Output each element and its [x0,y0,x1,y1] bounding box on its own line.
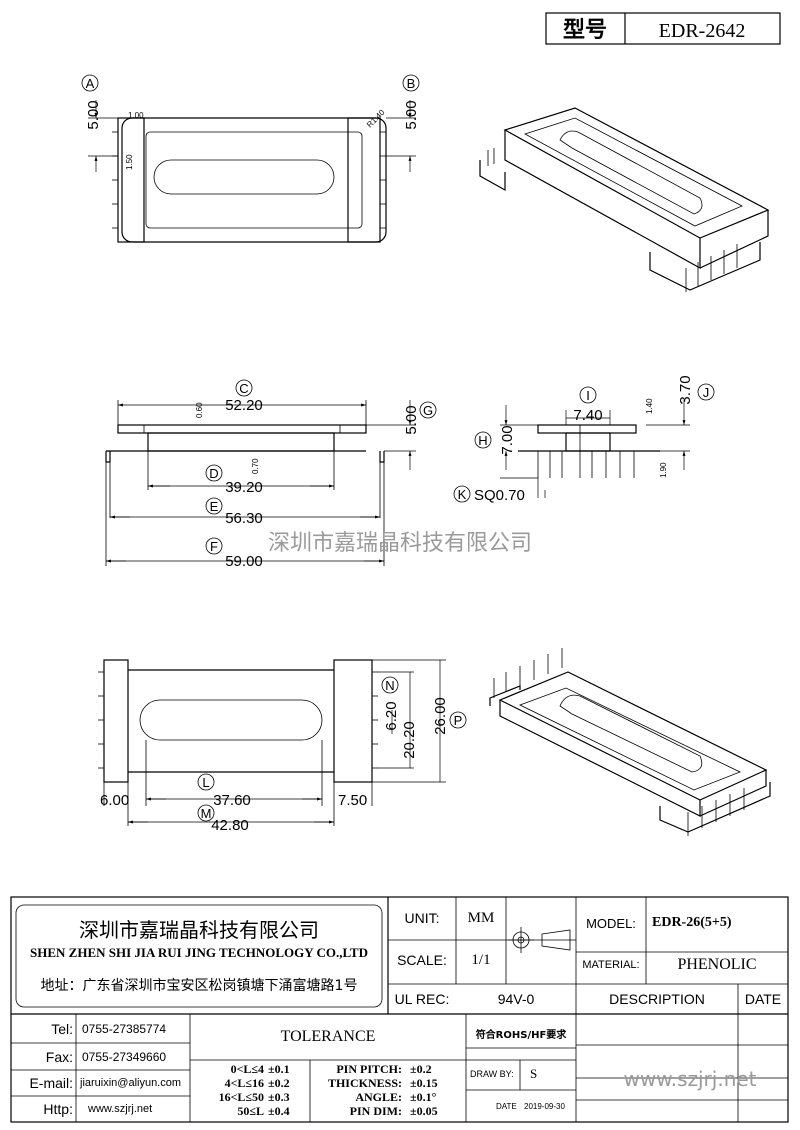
ul-value: 94V-0 [497,991,535,1007]
scale-value: 1/1 [471,952,491,968]
date-small-label: DATE [496,1102,517,1111]
title-block-grid [10,896,789,1123]
tol-value-2: ±0.2 [268,1076,290,1090]
dim-l: 37.60 [213,792,251,809]
spec-label-3: ANGLE: [355,1090,402,1104]
dim-i-small: 1.40 [645,398,654,414]
unit-value: MM [467,910,495,926]
label-m: M [201,806,212,821]
date-label: DATE [744,991,782,1007]
dim-h-small: 1.90 [659,462,668,478]
dim-m: 42.80 [211,817,249,834]
spec-value-2: ±0.15 [410,1076,438,1090]
dim-c-small: 0.60 [195,402,204,418]
bottom-view: 37.60 L 6.00 7.50 42.80 M 26.00 P 20.20 … [98,659,467,834]
dim-d-small: 0.70 [251,458,260,474]
material-label: MATERIAL: [582,959,640,971]
tol-value-1: ±0.1 [268,1062,290,1076]
contact-tel-label: Tel: [51,1021,73,1037]
label-e: E [210,499,219,514]
dim-d: 39.20 [225,479,263,496]
spec-label-2: THICKNESS: [327,1076,402,1090]
model-value: EDR-26(5+5) [652,915,732,930]
contact-email-value: jiaruixin@aliyun.com [80,1077,182,1089]
label-c: C [239,381,248,396]
header-label: 型号 [563,18,607,43]
label-f: F [210,539,218,554]
rohs-note: 符合ROHS/HF要求 [475,1030,567,1041]
spec-label-1: PIN PITCH: [336,1062,402,1076]
label-l: L [202,775,209,790]
contact-http-label: Http: [43,1101,73,1117]
watermark-site: www.szjrj.net [623,1067,756,1091]
contact-http-value: www.szjrj.net [88,1103,153,1115]
contact-email-label: E-mail: [29,1075,73,1091]
label-j: J [703,385,710,400]
draw-by-value: S [530,1066,538,1081]
front-view: 52.20 C 0.60 39.20 D 0.70 56.30 E 59.00 … [105,379,437,570]
dim-a: 5.00 [85,100,102,129]
iso-view-top [479,107,770,292]
dim-n2: 20.20 [401,721,418,759]
side-view: 7.40 I 1.40 3.70 J 1.90 7.00 H K SQ0.70 [453,375,715,504]
header-model: EDR-2642 [659,20,746,42]
draw-by-label: DRAW BY: [470,1069,514,1079]
dim-l-right: 7.50 [338,792,367,809]
label-k: K [458,487,467,502]
dim-l-left: 6.00 [100,792,129,809]
tol-range-3: 16<L≤50 [218,1090,264,1104]
spec-label-4: PIN DIM: [349,1104,402,1118]
label-d: D [209,466,218,481]
company-name-en: SHEN ZHEN SHI JIA RUI JING TECHNOLOGY CO… [30,945,368,960]
ul-label: UL REC: [394,991,450,1007]
dim-f: 59.00 [225,553,263,570]
spec-value-4: ±0.05 [410,1104,438,1118]
model-header: 型号 EDR-2642 [545,12,781,45]
label-p: P [454,713,463,728]
label-g: G [423,403,433,418]
description-label: DESCRIPTION [609,991,705,1007]
contact-tel-value: 0755-27385774 [82,1022,167,1036]
label-i: I [586,388,590,403]
dim-p: 26.00 [432,697,449,735]
dim-a-small: 1.00 [128,111,144,120]
tol-range-4: 50≤L [237,1104,264,1118]
top-view: 5.00 5.00 1.00 1.50 R1.40 A B [81,74,420,243]
tol-range-1: 0<L≤4 [230,1062,264,1076]
company-address: 地址：广东省深圳市宝安区松岗镇塘下涌富塘路1号 [40,978,358,994]
contact-fax-value: 0755-27349660 [82,1050,167,1064]
date-value: 2019-09-30 [524,1102,565,1111]
dim-b: 5.00 [403,100,420,129]
tol-range-2: 4<L≤16 [224,1076,264,1090]
dim-b-radius: R1.40 [365,108,387,130]
spec-value-1: ±0.2 [410,1062,432,1076]
company-name-cn: 深圳市嘉瑞晶科技有限公司 [79,918,319,942]
dim-k: SQ0.70 [474,487,525,504]
label-a: A [86,76,95,91]
label-b: B [407,76,416,91]
watermark-company: 深圳市嘉瑞晶科技有限公司 [268,531,532,556]
unit-label: UNIT: [404,910,440,926]
tolerance-label: TOLERANCE [280,1028,376,1045]
dim-c: 52.20 [225,397,263,414]
dim-e: 56.30 [225,510,263,527]
contact-fax-label: Fax: [45,1049,73,1065]
tol-value-3: ±0.3 [268,1090,290,1104]
model-label: MODEL: [586,916,636,931]
dim-n: 6.20 [383,701,400,730]
label-h: H [478,433,487,448]
label-n: N [385,678,394,693]
dim-a-pin: 1.50 [125,154,134,170]
dim-i: 7.40 [573,407,602,424]
dim-h: 7.00 [499,425,516,454]
spec-value-3: ±0.1° [410,1090,437,1104]
dim-g: 5.00 [403,405,420,434]
dim-j: 3.70 [677,375,694,404]
tol-value-4: ±0.4 [268,1104,290,1118]
iso-view-bottom [489,648,771,836]
material-value: PHENOLIC [677,956,757,973]
scale-label: SCALE: [397,952,447,968]
